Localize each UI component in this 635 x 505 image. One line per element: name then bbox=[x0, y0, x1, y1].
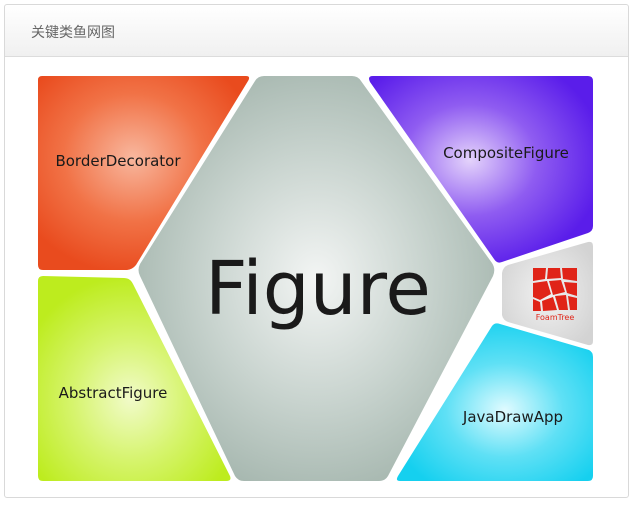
cell-label-abstract-figure: AbstractFigure bbox=[59, 384, 168, 402]
foamtree-logo-icon bbox=[533, 268, 577, 311]
foamtree-cell-composite-figure[interactable]: CompositeFigure bbox=[369, 76, 593, 263]
cell-label-border-decorator: BorderDecorator bbox=[55, 152, 181, 170]
foamtree-cell-border-decorator[interactable]: BorderDecorator bbox=[38, 76, 250, 270]
foamtree-logo: FoamTree bbox=[502, 241, 593, 346]
foamtree-cell-abstract-figure[interactable]: AbstractFigure bbox=[38, 276, 231, 481]
cell-label-composite-figure: CompositeFigure bbox=[443, 144, 569, 162]
foamtree-cell-java-draw-app[interactable]: JavaDrawApp bbox=[396, 323, 593, 481]
foamtree-logo-text: FoamTree bbox=[536, 313, 575, 322]
cell-label-figure: Figure bbox=[205, 246, 431, 332]
panel-header: 关键类鱼网图 bbox=[5, 5, 628, 57]
cell-label-java-draw-app: JavaDrawApp bbox=[462, 408, 563, 426]
foamtree-cell-figure[interactable]: Figure bbox=[138, 76, 495, 481]
panel-title: 关键类鱼网图 bbox=[31, 25, 115, 41]
